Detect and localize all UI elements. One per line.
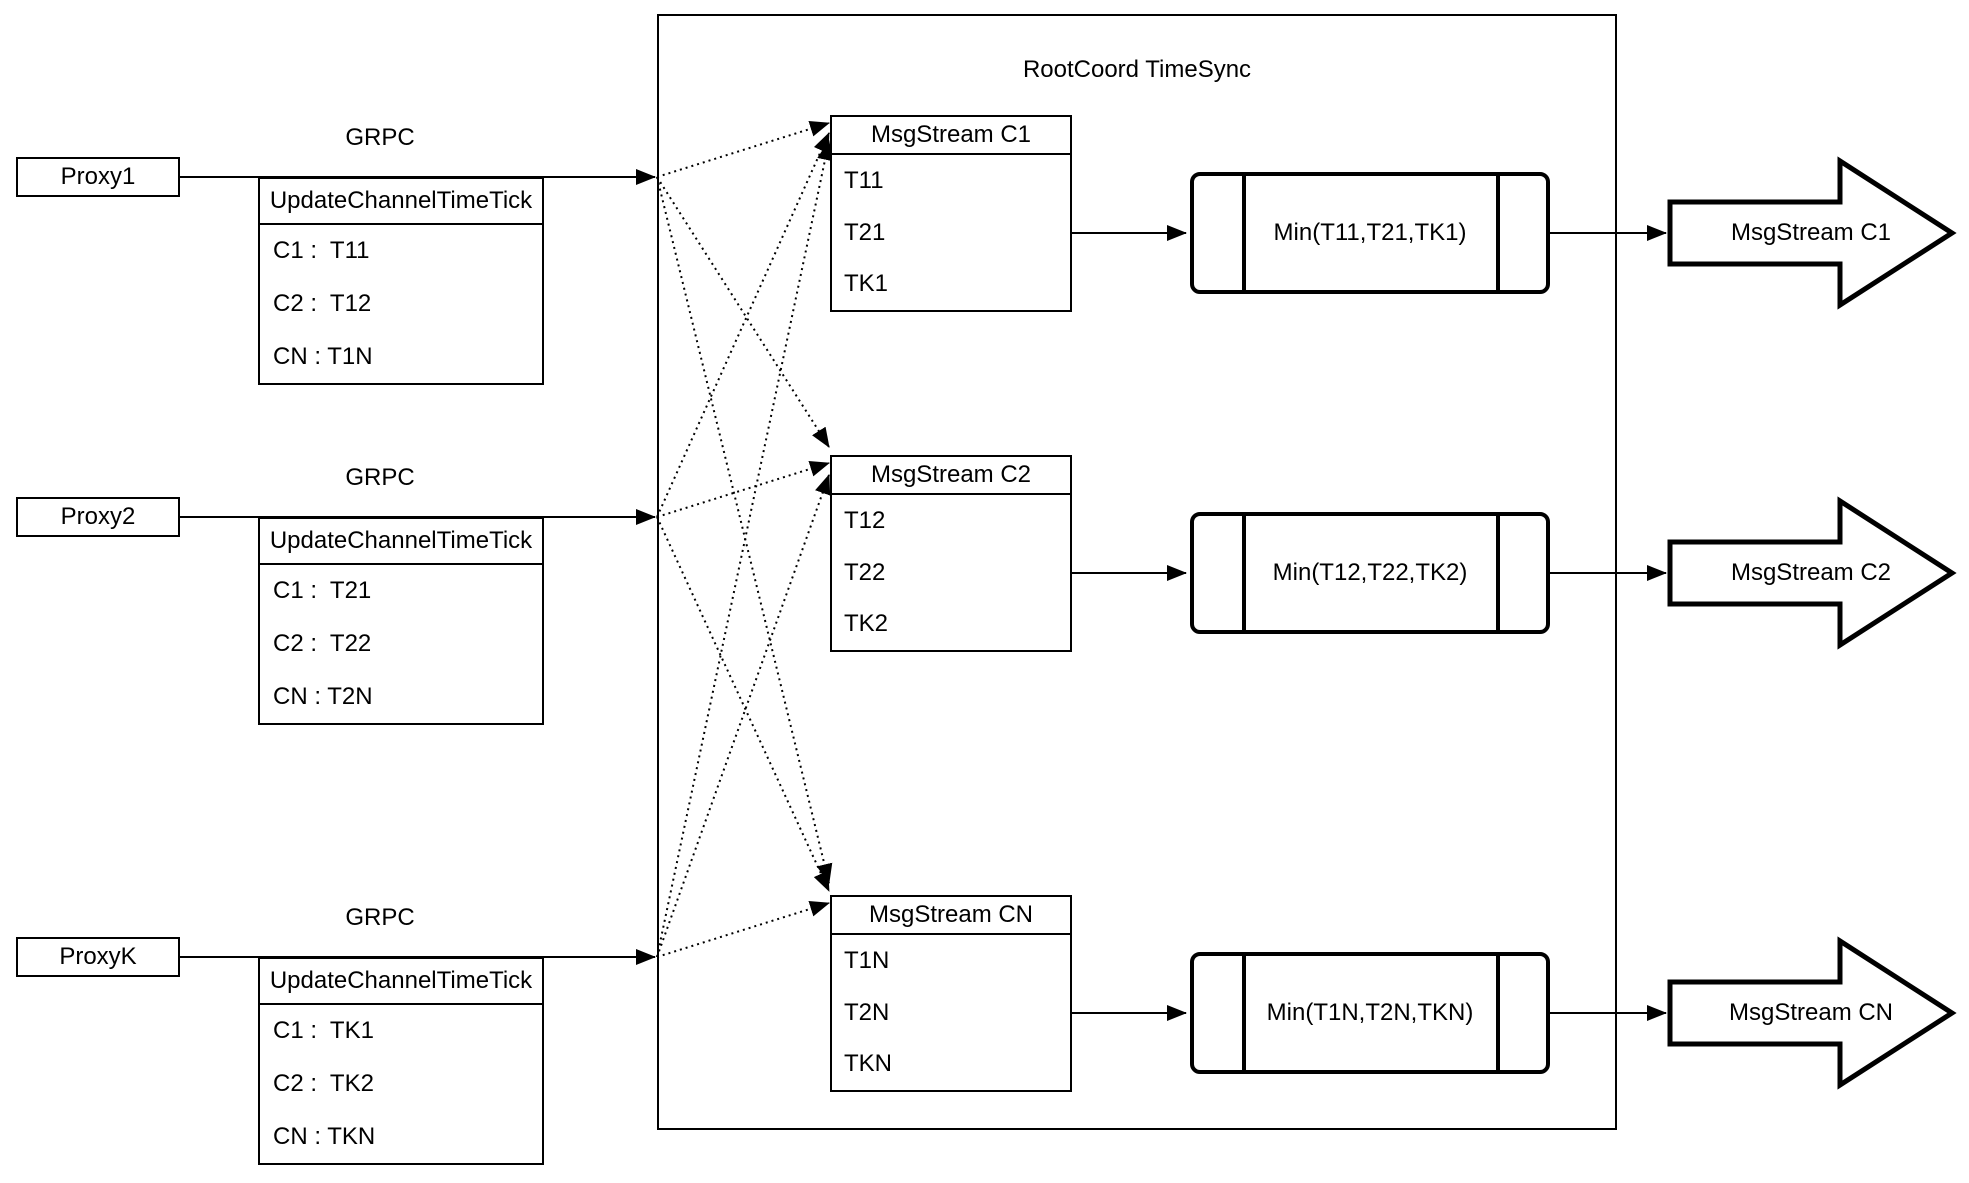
msgstream-cn-title: MsgStream CN: [832, 897, 1070, 935]
table-row: TK1: [844, 270, 889, 298]
divider: [1242, 176, 1246, 290]
divider: [1242, 516, 1246, 630]
divider: [1496, 956, 1500, 1070]
msgstream-c1-rows: T11 T21 TK1: [832, 155, 1070, 310]
table-row: T12: [844, 506, 886, 534]
table-row: T11: [844, 166, 884, 194]
msgstream-c2-title: MsgStream C2: [832, 457, 1070, 495]
grpc-label-3: GRPC: [345, 904, 415, 931]
dotted-arrow-pk-c2: [656, 474, 831, 958]
table-row: C2 : T12: [273, 290, 372, 317]
min-node-c1: Min(T11,T21,TK1): [1190, 172, 1550, 294]
table-row: T1N: [844, 946, 890, 974]
table-row: CN : TKN: [273, 1122, 376, 1150]
table-row: C1 : TK1: [273, 1017, 374, 1045]
min-label-c1: Min(T11,T21,TK1): [1273, 219, 1467, 246]
proxyk-label: ProxyK: [59, 943, 137, 970]
msgstream-c2-table: MsgStream C2 T12 T22 TK2: [830, 455, 1072, 652]
min-label-cn: Min(T1N,T2N,TKN): [1266, 999, 1474, 1026]
output-stream-cn-label: MsgStream CN: [1728, 999, 1894, 1026]
msgstream-c2-rows: T12 T22 TK2: [832, 495, 1070, 650]
dotted-arrow-p1-cn: [656, 176, 833, 884]
grpc-label-2: GRPC: [345, 464, 415, 491]
proxy1-table-title: UpdateChannelTimeTick: [260, 179, 542, 225]
dotted-arrow-p2-c2: [656, 461, 830, 518]
dotted-arrow-p2-cn: [656, 516, 830, 892]
proxy2-label: Proxy2: [60, 503, 136, 530]
grpc-label-1: GRPC: [345, 124, 415, 151]
proxy2-table-rows: C1 : T21 C2 : T22 CN : T2N: [260, 565, 542, 723]
msgstream-c1-table: MsgStream C1 T11 T21 TK1: [830, 115, 1072, 312]
divider: [1496, 516, 1500, 630]
table-row: C1 : T21: [273, 577, 372, 605]
block-arrow-cn: [1667, 936, 1957, 1090]
divider: [1242, 956, 1246, 1070]
dotted-arrow-p1-c1: [656, 121, 830, 178]
table-row: T21: [844, 218, 886, 246]
msgstream-cn-table: MsgStream CN T1N T2N TKN: [830, 895, 1072, 1092]
proxy2-box: Proxy2: [16, 497, 180, 537]
dotted-arrow-p1-c2: [656, 176, 830, 448]
table-row: CN : T2N: [273, 682, 373, 710]
table-row: T22: [844, 558, 886, 586]
table-row: C2 : T22: [273, 630, 372, 657]
block-arrow-c1: [1667, 156, 1957, 310]
table-row: TKN: [844, 1050, 892, 1078]
msgstream-cn-rows: T1N T2N TKN: [832, 935, 1070, 1090]
dotted-arrow-p2-c1: [656, 132, 830, 518]
rootcoord-title: RootCoord TimeSync: [1022, 56, 1252, 83]
proxy1-label: Proxy1: [60, 163, 136, 190]
proxy2-table-title: UpdateChannelTimeTick: [260, 519, 542, 565]
output-stream-c1-label: MsgStream C1: [1730, 219, 1892, 246]
msgstream-c1-title: MsgStream C1: [832, 117, 1070, 155]
table-row: TK2: [844, 610, 889, 638]
table-row: C2 : TK2: [273, 1070, 374, 1097]
divider: [1496, 176, 1500, 290]
proxy1-box: Proxy1: [16, 157, 180, 197]
min-node-cn: Min(T1N,T2N,TKN): [1190, 952, 1550, 1074]
proxyk-table-title: UpdateChannelTimeTick: [260, 959, 542, 1005]
proxy2-timetick-table: UpdateChannelTimeTick C1 : T21 C2 : T22 …: [258, 517, 544, 725]
min-label-c2: Min(T12,T22,TK2): [1272, 559, 1468, 586]
block-arrow-c2: [1667, 496, 1957, 650]
dotted-arrow-pk-cn: [656, 901, 830, 958]
table-row: T2N: [844, 998, 890, 1026]
output-stream-c2-label: MsgStream C2: [1730, 559, 1892, 586]
proxy1-timetick-table: UpdateChannelTimeTick C1 : T11 C2 : T12 …: [258, 177, 544, 385]
min-node-c2: Min(T12,T22,TK2): [1190, 512, 1550, 634]
proxyk-box: ProxyK: [16, 937, 180, 977]
proxyk-timetick-table: UpdateChannelTimeTick C1 : TK1 C2 : TK2 …: [258, 957, 544, 1165]
table-row: CN : T1N: [273, 342, 373, 370]
dotted-arrow-pk-c1: [656, 140, 833, 958]
proxy1-table-rows: C1 : T11 C2 : T12 CN : T1N: [260, 225, 542, 383]
proxyk-table-rows: C1 : TK1 C2 : TK2 CN : TKN: [260, 1005, 542, 1163]
table-row: C1 : T11: [273, 237, 370, 265]
